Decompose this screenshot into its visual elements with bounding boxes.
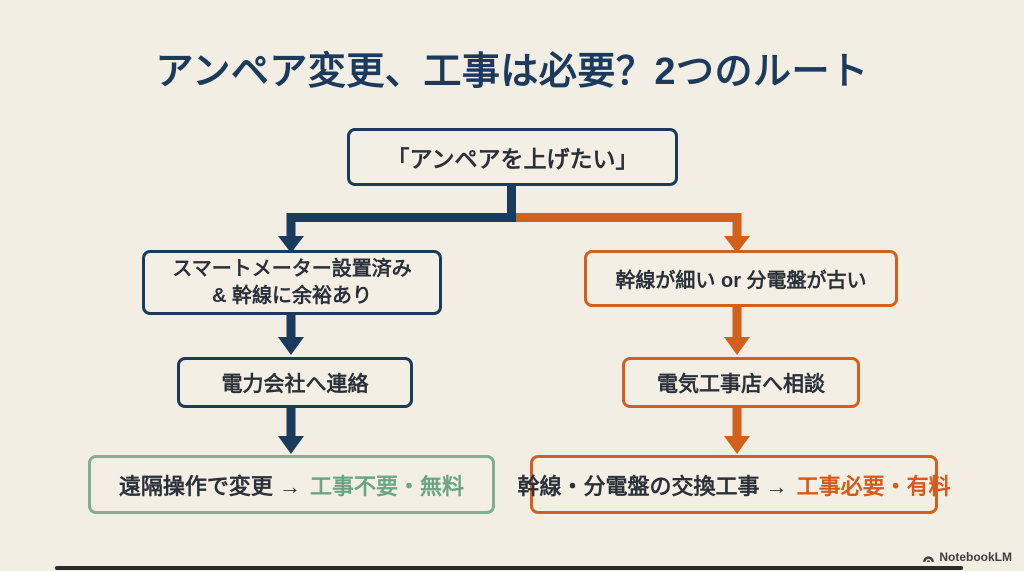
notebooklm-label: NotebookLM [939, 550, 1012, 564]
right-result-highlight: 工事必要・有料 [796, 473, 951, 499]
left-action-node: 電力会社へ連絡 [177, 357, 413, 408]
right-condition-node: 幹線が細い or 分電盤が古い [584, 250, 898, 307]
start-node-label: 「アンペアを上げたい」 [386, 146, 639, 172]
right-action-node: 電気工事店へ相談 [622, 357, 860, 408]
arrowhead-left-step2 [278, 337, 304, 355]
right-result-text: 幹線・分電盤の交換工事 → [517, 473, 788, 499]
right-action-label: 電気工事店へ相談 [657, 372, 825, 396]
left-condition-line1: スマートメーター設置済み [172, 257, 412, 280]
right-condition-label: 幹線が細い or 分電盤が古い [615, 270, 867, 292]
left-action-label: 電力会社へ連絡 [221, 372, 369, 396]
left-result-node: 遠隔操作で変更 → 工事不要・無料 [88, 455, 495, 514]
left-result-highlight: 工事不要・無料 [310, 473, 465, 499]
left-result-text: 遠隔操作で変更 → [118, 473, 302, 499]
arrowhead-right-result [724, 436, 750, 454]
connector-right-branch [511, 213, 742, 237]
arrowhead-left-result [278, 436, 304, 454]
left-condition-node: スマートメーター設置済み & 幹線に余裕あり [142, 250, 442, 315]
connector-left-branch [286, 184, 516, 237]
right-result-node: 幹線・分電盤の交換工事 → 工事必要・有料 [517, 455, 951, 514]
notebooklm-logo-icon [922, 551, 935, 564]
left-condition-line2: & 幹線に余裕あり [212, 284, 372, 307]
notebooklm-watermark: NotebookLM [922, 550, 1012, 564]
video-progress-bar [55, 566, 963, 570]
page-title: アンペア変更、工事は必要？2つのルート [155, 51, 869, 93]
start-node: 「アンペアを上げたい」 [347, 128, 678, 186]
arrowhead-right-step2 [724, 337, 750, 355]
